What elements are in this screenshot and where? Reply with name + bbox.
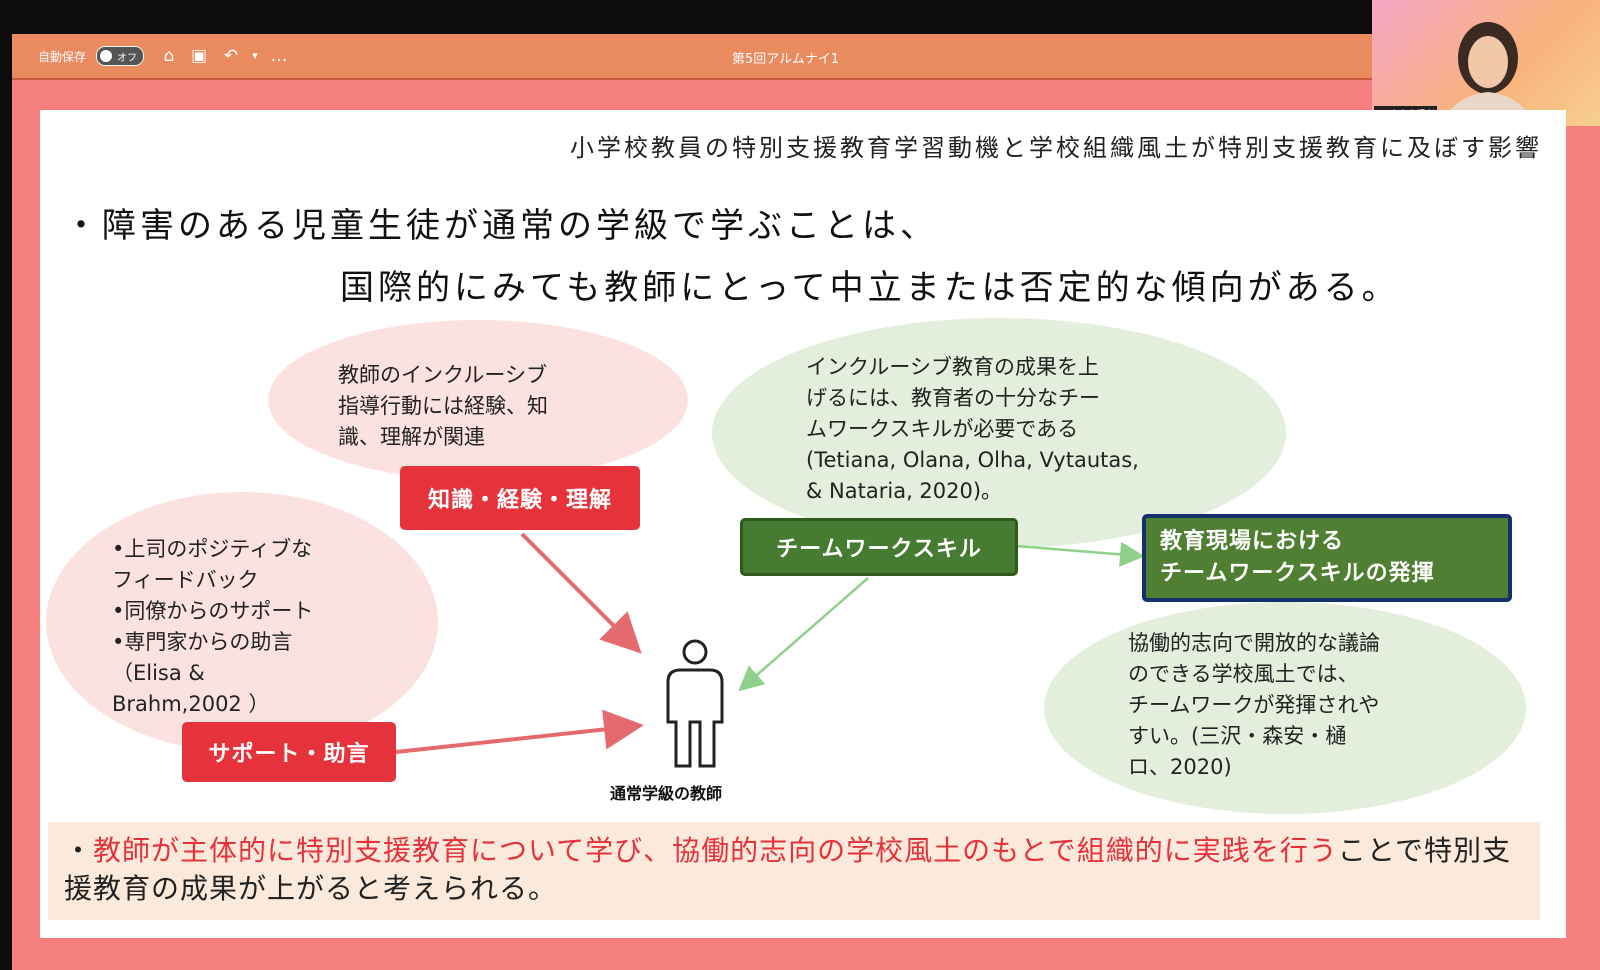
webcam-preview: TG東京支援者	[1372, 0, 1600, 126]
text-line: 識、理解が関連	[338, 425, 485, 449]
bubble-teamwork	[712, 318, 1286, 548]
label-teamwork-practice: 教育現場における チームワークスキルの発揮	[1142, 514, 1512, 602]
bubble-teamwork-text: インクルーシブ教育の成果を上 げるには、教育者の十分なチー ムワークスキルが必要…	[806, 352, 1139, 507]
label-line: 教育現場における	[1160, 529, 1345, 554]
bubble-teacher-text: 教師のインクルーシブ 指導行動には経験、知 識、理解が関連	[338, 360, 548, 453]
text-line: •同僚からのサポート	[112, 599, 314, 623]
text-line: ロ、2020)	[1128, 755, 1232, 779]
text-line: チームワークが発揮されや	[1128, 693, 1380, 717]
label-teamwork-skill: チームワークスキル	[740, 518, 1018, 576]
undo-icon[interactable]: ↶	[223, 46, 239, 66]
text-line: Brahm,2002 ）	[112, 692, 270, 716]
text-line: フィードバック	[112, 568, 259, 592]
bubble-teacher-knowledge	[268, 320, 688, 480]
bubble-support	[46, 492, 438, 752]
text-line: （Elisa &	[112, 661, 205, 685]
arrow-knowledge-to-teacher	[520, 532, 642, 654]
text-line: 協働的志向で開放的な議論	[1128, 631, 1380, 655]
document-title: 第5回アルムナイ1	[732, 52, 840, 67]
more-icon[interactable]: …	[270, 46, 288, 66]
conclusion-text: ・教師が主体的に特別支援教育について学び、協働的志向の学校風土のもとで組織的に実…	[64, 832, 1534, 908]
bubble-school-climate	[1044, 602, 1526, 814]
arrow-teamwork-to-teacher	[738, 577, 869, 692]
text-line: インクルーシブ教育の成果を上	[806, 355, 1099, 379]
bubble-climate-text: 協働的志向で開放的な議論 のできる学校風土では、 チームワークが発揮されや すい…	[1128, 628, 1380, 783]
text-line: げるには、教育者の十分なチー	[806, 386, 1100, 410]
app-title-bar: 自動保存 オフ ⌂ ▣ ↶ ▾ … 第5回アルムナイ1	[12, 34, 1600, 80]
claim-line-2: 国際的にみても教師にとって中立または否定的な傾向がある。	[340, 268, 1400, 308]
text-line: & Nataria, 2020)。	[806, 479, 1003, 503]
label-knowledge-experience: 知識・経験・理解	[400, 466, 640, 530]
diagram-arrows	[395, 532, 1145, 768]
teacher-person-icon	[666, 639, 724, 768]
text-line: ムワークスキルが必要である	[806, 417, 1079, 441]
top-black-bar	[0, 0, 1600, 34]
arrow-support-to-teacher	[395, 709, 644, 754]
save-icon[interactable]: ▣	[190, 46, 208, 66]
toggle-knob	[100, 50, 112, 62]
autosave-label: 自動保存	[38, 50, 87, 64]
conclusion-bullet: ・	[64, 834, 94, 867]
autosave-state: オフ	[117, 53, 137, 64]
text-line: 指導行動には経験、知	[338, 394, 548, 418]
bubble-support-text: •上司のポジティブな フィードバック •同僚からのサポート •専門家からの助言 …	[112, 534, 313, 720]
person-label: 通常学級の教師	[610, 784, 723, 803]
text-line: 教師のインクルーシブ	[338, 363, 547, 387]
conclusion-rest: ことで特別支援教育の成果が上がると考えられる。	[64, 834, 1511, 905]
text-line: すい。(三沢・森安・樋	[1128, 724, 1347, 748]
conclusion-highlight: 教師が主体的に特別支援教育について学び、協働的志向の学校風土のもとで組織的に実践…	[93, 834, 1338, 867]
text-line: •上司のポジティブな	[112, 537, 313, 561]
claim-line-1: ・障害のある児童生徒が通常の学級で学ぶことは、	[64, 206, 938, 246]
text-line: (Tetiana, Olana, Olha, Vytautas,	[806, 448, 1139, 472]
chevron-down-icon[interactable]: ▾	[252, 49, 258, 62]
label-line: チームワークスキルの発揮	[1160, 561, 1435, 586]
text-line: •専門家からの助言	[112, 630, 293, 654]
arrow-teamwork-to-practice	[1015, 541, 1145, 567]
conclusion-box: ・教師が主体的に特別支援教育について学び、協働的志向の学校風土のもとで組織的に実…	[48, 822, 1540, 920]
home-icon[interactable]: ⌂	[163, 46, 175, 66]
slide-title: 小学校教員の特別支援教育学習動機と学校組織風土が特別支援教育に及ぼす影響	[570, 134, 1542, 162]
left-black-edge	[0, 34, 12, 970]
text-line: のできる学校風土では、	[1128, 662, 1359, 686]
autosave-toggle[interactable]: オフ	[96, 46, 144, 66]
label-support-advice: サポート・助言	[182, 722, 396, 782]
presentation-slide: 小学校教員の特別支援教育学習動機と学校組織風土が特別支援教育に及ぼす影響 ・障害…	[40, 110, 1566, 938]
